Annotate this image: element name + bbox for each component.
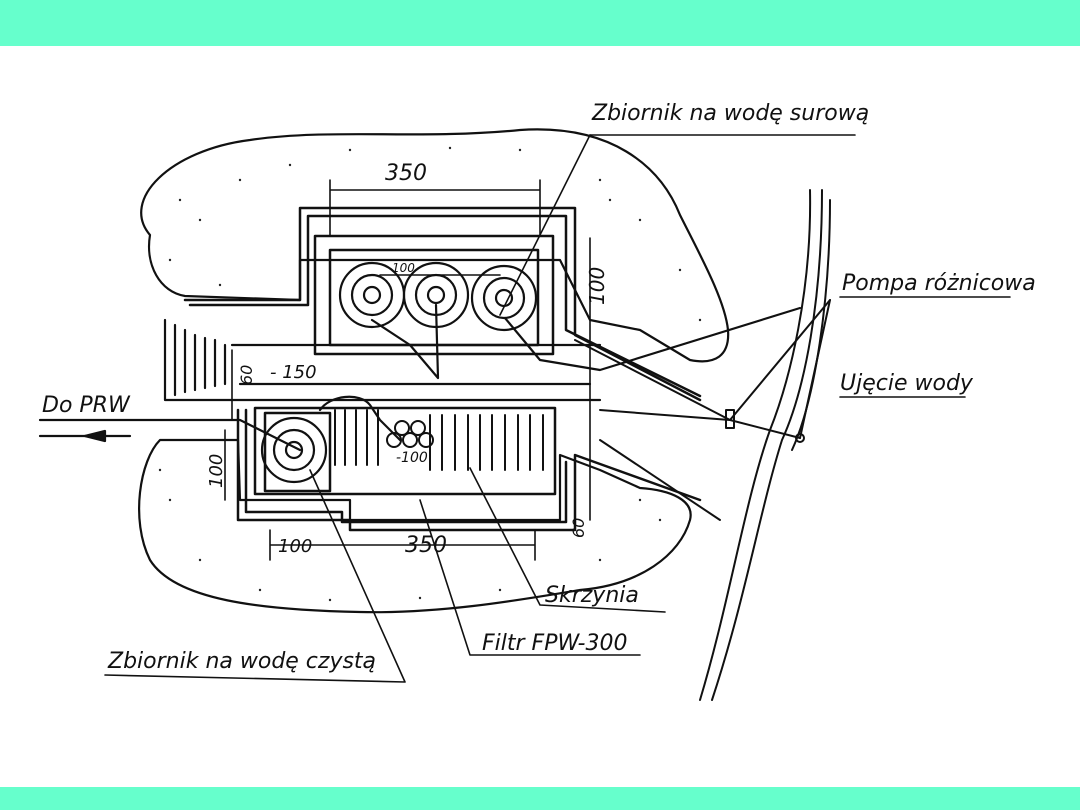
outlet-pipe xyxy=(38,418,302,452)
label-intake: Ujęcie wody xyxy=(840,371,974,396)
label-raw-water-tank: Zbiornik na wodę surową xyxy=(591,101,869,126)
soil-mound-lower xyxy=(138,438,692,614)
river-banks xyxy=(699,189,831,701)
clean-water-tank xyxy=(260,395,402,484)
dim-top-right-height: 100 xyxy=(585,267,609,305)
bottom-accent-bar xyxy=(0,787,1080,810)
filter-box xyxy=(236,406,702,532)
label-filter: Filtr FPW-300 xyxy=(482,631,627,656)
label-pump: Pompa różnicowa xyxy=(842,271,1036,296)
dim-filter-spacing: -100 xyxy=(396,450,428,466)
top-accent-bar xyxy=(0,0,1080,46)
dim-top-width: 350 xyxy=(385,161,427,186)
channel xyxy=(163,318,602,402)
label-clean-water-tank: Zbiornik na wodę czystą xyxy=(107,649,376,674)
label-box: Skrzynia xyxy=(545,583,639,608)
dimension-lines xyxy=(224,179,591,561)
raw-water-tanks xyxy=(338,261,802,380)
dim-bottom-right: 60 xyxy=(569,518,588,538)
dim-bottom-width: 350 xyxy=(405,533,447,558)
dim-left-height: 100 xyxy=(206,454,227,488)
filter-balls xyxy=(386,420,434,448)
dim-bottom-left: 100 xyxy=(278,536,312,557)
soil-stipple xyxy=(158,146,702,602)
intake-lines xyxy=(574,299,831,521)
dim-left-gap: 60 xyxy=(237,365,256,385)
label-outlet: Do PRW xyxy=(42,393,131,418)
raw-water-housing xyxy=(183,206,702,402)
filter-slats xyxy=(334,409,544,471)
dim-channel: - 150 xyxy=(270,362,317,383)
leader-lines xyxy=(39,134,1011,683)
dim-top-spacing: 100 xyxy=(392,261,415,275)
